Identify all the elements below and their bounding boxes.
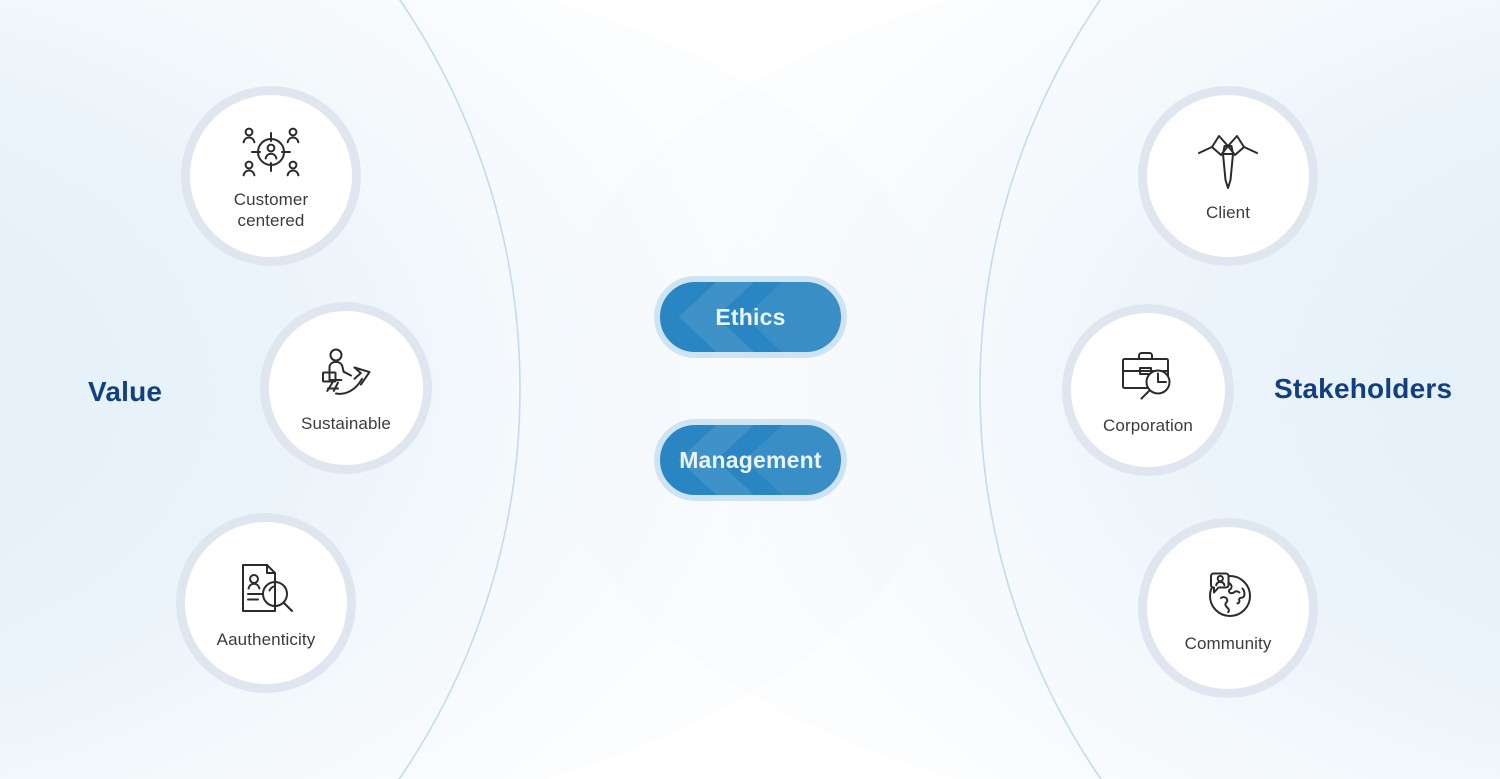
node-client[interactable]: Client — [1138, 86, 1318, 266]
node-label: Client — [1205, 202, 1251, 222]
node-label: Customer centered — [233, 190, 309, 230]
node-sustainable[interactable]: Sustainable — [260, 302, 432, 474]
node-corporation[interactable]: Corporation — [1062, 304, 1234, 476]
document-profile-magnifier-icon — [237, 561, 295, 619]
node-inner-disc — [1071, 313, 1225, 467]
node-community[interactable]: Community — [1138, 518, 1318, 698]
stakeholders-heading: Stakeholders — [1274, 373, 1453, 404]
node-customer-centered[interactable]: Customer centered — [181, 86, 361, 266]
node-label: Community — [1184, 633, 1272, 653]
customer-target-group-icon — [238, 125, 304, 179]
center-node-label: Management — [679, 446, 822, 473]
node-inner-disc — [185, 522, 347, 684]
briefcase-magnifier-icon — [1118, 349, 1178, 405]
node-inner-disc — [269, 311, 423, 465]
node-inner-disc — [190, 95, 352, 257]
center-node-management[interactable]: Management — [654, 419, 847, 501]
center-node-label: Ethics — [715, 303, 786, 330]
node-label: Corporation — [1103, 415, 1193, 435]
value-heading: Value — [88, 376, 163, 407]
node-label: Aauthenticity — [216, 629, 316, 649]
node-authenticity[interactable]: Aauthenticity — [176, 513, 356, 693]
right-outline-arc — [979, 0, 1102, 779]
node-label: Sustainable — [301, 413, 391, 433]
necktie-icon — [1197, 134, 1259, 192]
person-growth-arrow-icon — [316, 347, 376, 403]
globe-person-pin-icon — [1199, 567, 1257, 623]
center-node-ethics[interactable]: Ethics — [654, 276, 847, 358]
left-outline-arc — [398, 0, 521, 779]
node-inner-disc — [1147, 95, 1309, 257]
